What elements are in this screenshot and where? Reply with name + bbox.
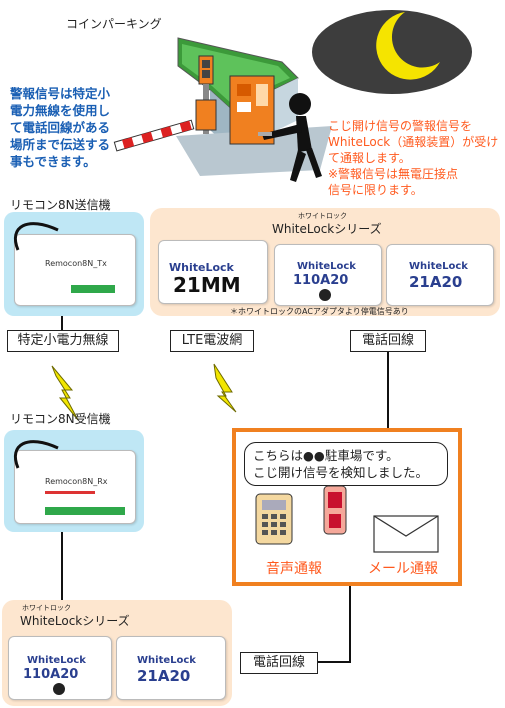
terminal-block bbox=[45, 507, 125, 515]
device-brand: WhiteLock bbox=[297, 261, 356, 272]
device-model: 21MM bbox=[173, 273, 241, 297]
device-model: 110A20 bbox=[293, 273, 349, 288]
receiver-title: リモコン8N受信機 bbox=[10, 412, 111, 426]
whitelock-21a20-device: WhiteLock 21A20 bbox=[386, 244, 494, 306]
whitelock-110a20-device: WhiteLock 110A20 bbox=[274, 244, 382, 306]
phone-line-label-bottom: 電話回線 bbox=[240, 652, 318, 674]
antenna-cable-icon bbox=[13, 222, 59, 251]
series-title: WhiteLockシリーズ bbox=[272, 222, 382, 236]
telephone-icon bbox=[255, 493, 293, 545]
series-footnote: ＊ホワイトロックのACアダプタより停電信号あり bbox=[230, 307, 409, 316]
device-brand: WhiteLock bbox=[27, 655, 86, 666]
whitelock-series-top: ホワイトロック WhiteLockシリーズ WhiteLock 21MM Whi… bbox=[150, 208, 500, 316]
note-line: て通報します。 bbox=[328, 151, 411, 165]
button-icon bbox=[53, 683, 65, 695]
receiver-device-label: Remocon8N_Rx bbox=[45, 477, 108, 486]
note-line: WhiteLock（通報装置）が受け bbox=[328, 135, 499, 149]
device-brand: WhiteLock bbox=[409, 261, 468, 272]
button-icon bbox=[319, 289, 331, 301]
person-illustration bbox=[258, 93, 322, 182]
transmitter-device: Remocon8N_Tx bbox=[14, 234, 136, 306]
device-model: 21A20 bbox=[137, 667, 191, 685]
led-row bbox=[45, 491, 95, 494]
note-line: ※警報信号は無電圧接点 bbox=[328, 167, 459, 181]
notification-panel: こちらは●●駐車場です。 こじ開け信号を検知しました。 音声通報 メール通報 bbox=[232, 428, 462, 586]
phone-line-connectors bbox=[61, 315, 389, 663]
voice-notification-label: 音声通報 bbox=[266, 561, 322, 577]
whitelock-21mm-device: WhiteLock 21MM bbox=[158, 240, 268, 304]
lte-link-label: LTE電波網 bbox=[170, 330, 254, 352]
receiver-device: Remocon8N_Rx bbox=[14, 450, 136, 524]
lightning-icon bbox=[51, 363, 237, 421]
parking-booth-illustration bbox=[113, 37, 332, 176]
series-title: WhiteLockシリーズ bbox=[20, 614, 130, 628]
device-model: 110A20 bbox=[23, 667, 79, 682]
parking-label: コインパーキング bbox=[66, 17, 162, 31]
device-brand: WhiteLock bbox=[137, 655, 196, 666]
device-brand: WhiteLock bbox=[169, 261, 234, 274]
alarm-note: 警報信号は特定小電力無線を使用して電話回線がある場所まで伝送する事もできます。 bbox=[10, 86, 111, 169]
transmitter-device-label: Remocon8N_Tx bbox=[45, 259, 107, 268]
message-line: こじ開け信号を検知しました。 bbox=[253, 465, 429, 480]
mail-icon bbox=[373, 515, 439, 553]
whitelock-series-bottom: ホワイトロック WhiteLockシリーズ WhiteLock 110A20 W… bbox=[2, 600, 232, 706]
terminal-block bbox=[71, 285, 115, 293]
whitelock-110a20-device: WhiteLock 110A20 bbox=[8, 636, 112, 700]
message-line: こちらは●●駐車場です。 bbox=[253, 448, 399, 463]
device-model: 21A20 bbox=[409, 273, 463, 291]
mail-notification-label: メール通報 bbox=[368, 561, 438, 577]
series-small-title: ホワイトロック bbox=[22, 604, 71, 612]
moon-icon bbox=[312, 10, 472, 94]
radio-link-label: 特定小電力無線 bbox=[7, 330, 119, 352]
series-small-title: ホワイトロック bbox=[298, 212, 347, 220]
speech-bubble: こちらは●●駐車場です。 こじ開け信号を検知しました。 bbox=[244, 442, 448, 486]
note-line: こじ開け信号の警報信号を bbox=[328, 119, 473, 133]
antenna-cable-icon bbox=[13, 440, 59, 469]
whitelock-21a20-device: WhiteLock 21A20 bbox=[116, 636, 226, 700]
receiver-panel: Remocon8N_Rx bbox=[4, 430, 144, 532]
transmitter-panel: Remocon8N_Tx bbox=[4, 212, 144, 316]
whitelock-note: こじ開け信号の警報信号を WhiteLock（通報装置）が受け て通報します。 … bbox=[328, 118, 503, 198]
phone-line-label-top: 電話回線 bbox=[350, 330, 426, 352]
note-line: 信号に限ります。 bbox=[328, 183, 423, 197]
mobile-phone-icon bbox=[323, 485, 347, 535]
transmitter-title: リモコン8N送信機 bbox=[10, 198, 111, 212]
